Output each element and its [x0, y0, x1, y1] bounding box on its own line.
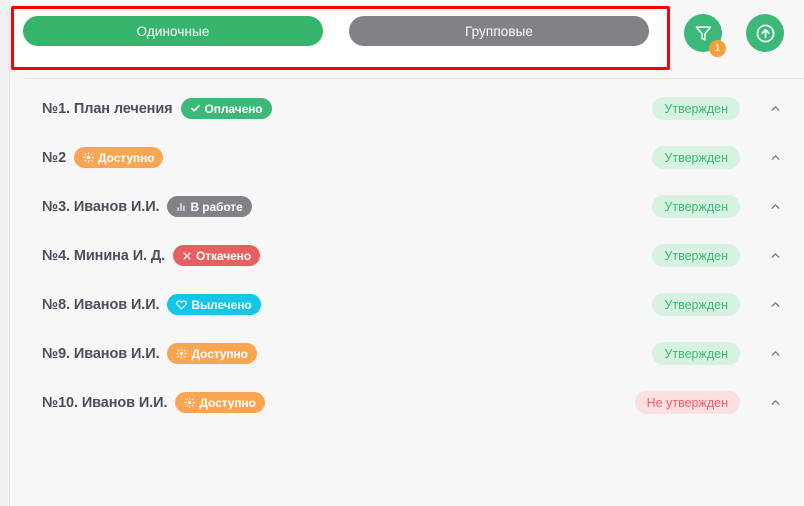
heart-icon — [176, 299, 188, 310]
expand-toggle[interactable] — [766, 149, 784, 167]
close-x-icon — [182, 251, 192, 261]
list-item[interactable]: №8. Иванов И.И. Вылечено Утвержден — [11, 280, 804, 329]
list-item-actions: Утвержден — [652, 293, 784, 316]
list-item-actions: Не утвержден — [634, 391, 784, 414]
chevron-up-icon — [769, 102, 782, 115]
list-item[interactable]: №9. Иванов И.И. Доступно Утвержден — [11, 329, 804, 378]
filter-button[interactable]: 1 — [684, 14, 726, 57]
toolbar-divider — [25, 78, 804, 79]
list-item-title: №1. План лечения — [42, 100, 173, 117]
list-item-title: №4. Минина И. Д. — [42, 247, 166, 264]
tab-single[interactable]: Одиночные — [23, 16, 323, 46]
list-item-main: №4. Минина И. Д. Откачено — [42, 245, 652, 266]
status-badge-label: Оплачено — [204, 101, 263, 116]
list-item-main: №8. Иванов И.И. Вылечено — [42, 294, 652, 315]
list-item-actions: Утвержден — [652, 195, 784, 218]
sun-icon — [176, 348, 188, 359]
status-badge-label: Откачено — [196, 248, 252, 263]
status-badge: В работе — [167, 196, 252, 217]
list-item-title: №10. Иванов И.И. — [42, 394, 168, 411]
approval-badge: Утвержден — [652, 195, 740, 218]
upload-button[interactable] — [746, 14, 784, 52]
list-item[interactable]: №10. Иванов И.И. Доступно Не утвержден — [11, 378, 804, 427]
approval-badge: Утвержден — [652, 244, 740, 267]
approval-badge: Утвержден — [652, 293, 740, 316]
list-item-actions: Утвержден — [652, 342, 784, 365]
tab-group[interactable]: Групповые — [349, 16, 649, 46]
chevron-up-icon — [769, 298, 782, 311]
arrow-up-circle-icon — [755, 23, 776, 44]
status-badge-label: Доступно — [199, 395, 256, 410]
list-item-main: №9. Иванов И.И. Доступно — [42, 343, 652, 364]
chevron-up-icon — [769, 347, 782, 360]
chevron-up-icon — [769, 200, 782, 213]
status-badge: Откачено — [173, 245, 261, 266]
approval-badge: Не утвержден — [634, 391, 740, 414]
status-badge: Доступно — [74, 147, 164, 168]
chevron-up-icon — [769, 151, 782, 164]
list-item[interactable]: №2 Доступно Утвержден — [11, 133, 804, 182]
expand-toggle[interactable] — [766, 198, 784, 216]
expand-toggle[interactable] — [766, 345, 784, 363]
toolbar-actions: 1 — [684, 14, 784, 57]
expand-toggle[interactable] — [766, 296, 784, 314]
bar-chart-icon — [176, 202, 186, 212]
list-item[interactable]: №3. Иванов И.И. В работе Утвержден — [11, 182, 804, 231]
chevron-up-icon — [769, 396, 782, 409]
left-rail-strip — [0, 0, 10, 506]
status-badge-label: В работе — [190, 199, 243, 214]
list-item-main: №1. План лечения Оплачено — [42, 98, 652, 119]
filter-count-badge: 1 — [709, 40, 726, 57]
list-item-main: №3. Иванов И.И. В работе — [42, 196, 652, 217]
list-item-title: №2 — [42, 149, 67, 166]
list-item-title: №3. Иванов И.И. — [42, 198, 160, 215]
approval-badge: Утвержден — [652, 146, 740, 169]
approval-badge: Утвержден — [652, 97, 740, 120]
check-icon — [190, 103, 201, 114]
status-badge-label: Доступно — [191, 346, 248, 361]
list-item-actions: Утвержден — [652, 244, 784, 267]
mode-tabs: Одиночные Групповые — [23, 16, 649, 46]
list-item-main: №2 Доступно — [42, 147, 652, 168]
expand-toggle[interactable] — [766, 100, 784, 118]
sun-icon — [184, 397, 196, 408]
sun-icon — [83, 152, 94, 163]
list-item-title: №9. Иванов И.И. — [42, 345, 160, 362]
top-toolbar: Одиночные Групповые 1 — [11, 0, 804, 74]
status-badge: Вылечено — [167, 294, 261, 315]
expand-toggle[interactable] — [766, 247, 784, 265]
status-badge: Доступно — [175, 392, 265, 413]
filter-funnel-icon — [695, 25, 712, 42]
list-item-actions: Утвержден — [652, 146, 784, 169]
app-content: Одиночные Групповые 1 — [11, 0, 804, 506]
status-badge: Доступно — [167, 343, 257, 364]
approval-badge: Утвержден — [652, 342, 740, 365]
list-item-title: №8. Иванов И.И. — [42, 296, 160, 313]
expand-toggle[interactable] — [766, 394, 784, 412]
list-item[interactable]: №1. План лечения Оплачено Утвержден — [11, 84, 804, 133]
list-item-main: №10. Иванов И.И. Доступно — [42, 392, 635, 413]
status-badge: Оплачено — [180, 98, 272, 119]
status-badge-label: Вылечено — [191, 297, 252, 312]
list-item-actions: Утвержден — [652, 97, 784, 120]
chevron-up-icon — [769, 249, 782, 262]
status-badge-label: Доступно — [98, 150, 155, 165]
list-item[interactable]: №4. Минина И. Д. Откачено Утвержден — [11, 231, 804, 280]
